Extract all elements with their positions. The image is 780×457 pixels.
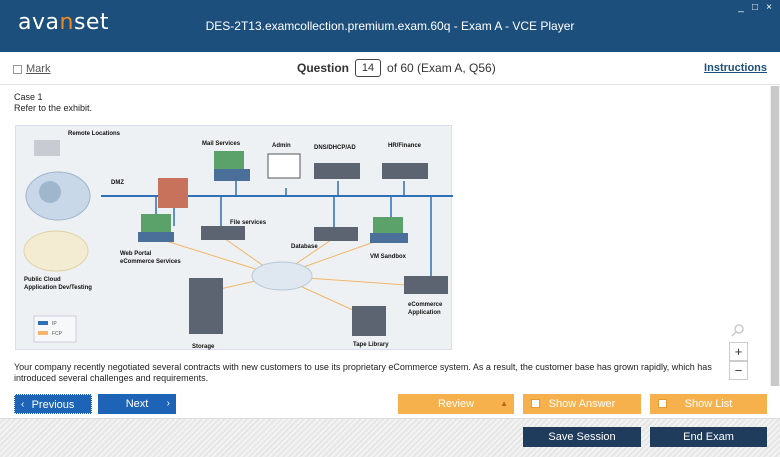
- next-label: Next: [125, 398, 149, 410]
- legend-fcp: FCP: [52, 331, 63, 337]
- legend: [33, 315, 77, 343]
- label-storage: Storage: [192, 344, 215, 350]
- review-label: Review: [437, 398, 475, 410]
- label-vm: VM Sandbox: [370, 254, 407, 260]
- case-title: Case 1: [14, 92, 43, 102]
- triangle-up-icon: ▲: [500, 399, 508, 408]
- globe-icon: [39, 181, 61, 203]
- close-icon[interactable]: ×: [766, 2, 772, 13]
- tape-library-icon: [352, 306, 386, 336]
- question-of-label: of 60 (Exam A, Q56): [387, 61, 496, 75]
- show-answer-button[interactable]: Show Answer: [523, 394, 641, 414]
- building-icon: [34, 140, 60, 156]
- file-server-icon: [201, 226, 245, 240]
- label-remote: Remote Locations: [68, 131, 121, 137]
- window-controls: _ □ ×: [736, 2, 774, 13]
- legend-labels: IP FCP: [52, 321, 63, 337]
- window-title: DES-2T13.examcollection.premium.exam.60q…: [205, 19, 575, 33]
- label-hr: HR/Finance: [388, 143, 422, 149]
- san-cloud-icon: [251, 261, 313, 291]
- label-dmz: DMZ: [111, 180, 124, 186]
- next-button[interactable]: Next ›: [98, 394, 176, 414]
- hr-server-icon: [382, 163, 428, 179]
- label-cloud1: Public Cloud: [24, 277, 61, 283]
- question-label: Question: [297, 61, 350, 75]
- admin-monitor-icon: [267, 153, 301, 179]
- web-portal-icon: [141, 214, 171, 232]
- ecommerce-server-icon: [404, 276, 448, 294]
- minimize-icon[interactable]: _: [738, 2, 744, 13]
- scroll-thumb[interactable]: [771, 86, 779, 386]
- label-ecom2: Application: [408, 310, 441, 316]
- label-admin: Admin: [272, 143, 291, 149]
- label-file: File services: [230, 220, 267, 226]
- title-bar: avanset DES-2T13.examcollection.premium.…: [0, 0, 780, 52]
- chevron-left-icon: ‹: [21, 399, 25, 410]
- label-dns: DNS/DHCP/AD: [314, 145, 356, 151]
- show-list-label: Show List: [684, 398, 733, 410]
- label-tape: Tape Library: [353, 342, 389, 348]
- case-header: Case 1 Refer to the exhibit.: [14, 92, 92, 114]
- checkbox-icon: [531, 399, 540, 408]
- question-bar: Mark Question 14 of 60 (Exam A, Q56) Ins…: [0, 52, 780, 85]
- legend-ip: IP: [52, 321, 57, 327]
- case-intro: Refer to the exhibit.: [14, 103, 93, 113]
- label-database: Database: [291, 244, 318, 250]
- question-counter: Question 14 of 60 (Exam A, Q56): [297, 59, 496, 77]
- zoom-out-button[interactable]: −: [729, 361, 748, 380]
- mail-server-icon: [214, 151, 244, 169]
- app-logo: avanset: [18, 10, 110, 35]
- storage-icon: [189, 278, 223, 334]
- instructions-link[interactable]: Instructions: [704, 62, 767, 74]
- previous-label: Previous: [31, 399, 75, 411]
- end-exam-button[interactable]: End Exam: [650, 427, 767, 447]
- diagram-labels: Remote Locations Mail Services Admin DNS…: [24, 131, 443, 350]
- question-text: Your company recently negotiated several…: [14, 362, 712, 383]
- network-diagram: Remote Locations Mail Services Admin DNS…: [23, 131, 453, 350]
- label-ecom1: eCommerce: [408, 302, 443, 308]
- label-cloud2: Application Dev/Testing: [24, 285, 92, 291]
- exhibit-image: Remote Locations Mail Services Admin DNS…: [15, 125, 453, 350]
- previous-button[interactable]: ‹ Previous: [14, 394, 92, 414]
- content-scrollbar[interactable]: [770, 86, 780, 386]
- vm-sandbox-icon: [373, 217, 403, 233]
- database-icon: [314, 227, 358, 241]
- mark-label: Mark: [26, 63, 51, 75]
- magnifier-icon: [731, 324, 744, 337]
- label-web2: eCommerce Services: [120, 259, 181, 265]
- question-content: Case 1 Refer to the exhibit.: [0, 86, 770, 386]
- chevron-right-icon: ›: [166, 398, 170, 409]
- checkbox-icon: [13, 64, 22, 74]
- public-cloud-icon: [23, 230, 89, 272]
- zoom-in-button[interactable]: +: [729, 342, 748, 361]
- firewall-icon: [158, 178, 188, 208]
- mark-checkbox[interactable]: Mark: [13, 63, 50, 75]
- show-list-button[interactable]: Show List: [650, 394, 767, 414]
- checkbox-icon: [658, 399, 667, 408]
- dns-server-icon: [314, 163, 360, 179]
- save-session-button[interactable]: Save Session: [523, 427, 641, 447]
- maximize-icon[interactable]: □: [751, 2, 759, 13]
- label-web1: Web Portal: [120, 251, 152, 257]
- show-answer-label: Show Answer: [548, 398, 616, 410]
- label-mail: Mail Services: [202, 141, 241, 147]
- navigation-bar: ‹ Previous Next › Review ▲ Show Answer S…: [0, 388, 780, 418]
- question-number-input[interactable]: 14: [355, 59, 382, 77]
- footer-bar: Save Session End Exam: [0, 418, 780, 457]
- review-button[interactable]: Review ▲: [398, 394, 514, 414]
